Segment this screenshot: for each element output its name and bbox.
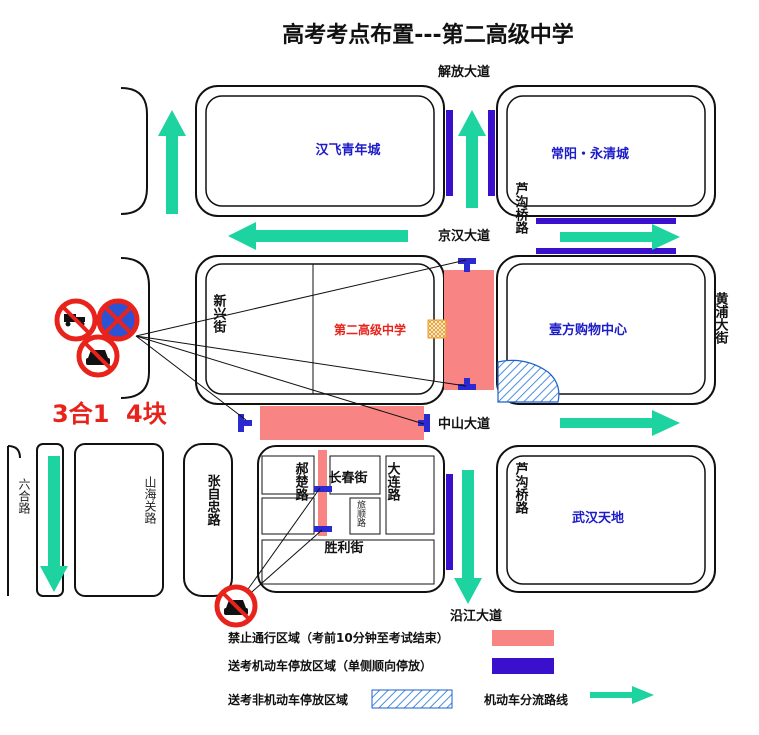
label-school: 第二高级中学 xyxy=(334,322,406,337)
nonmotor-parking-zone xyxy=(497,359,560,403)
legend-nonmotor-label: 送考非机动车停放区域 xyxy=(227,692,348,707)
road-zhangzizhong: 张自忠路 xyxy=(205,474,221,526)
block-zhangzizhong xyxy=(183,443,233,597)
road-huangpu: 黄浦大街 xyxy=(713,291,730,345)
diversion-arrow-icon xyxy=(40,456,68,592)
map-title: 高考考点布置---第二高级中学 xyxy=(282,22,573,48)
road-chuncheng: 郝楚路 xyxy=(293,461,309,501)
road-shanhaiguan: 山海关路 xyxy=(143,476,157,525)
road-jinghan: 京汉大道 xyxy=(438,228,490,244)
label-han-fei: 汉飞青年城 xyxy=(315,142,380,158)
diversion-arrow-icon xyxy=(158,110,186,214)
no-car-icon xyxy=(214,584,258,628)
no-car-icon xyxy=(76,334,120,378)
forbidden-zone-south xyxy=(260,406,424,440)
road-lugouqiao-bottom: 芦沟桥路 xyxy=(513,461,529,514)
road-lushun: 旅顺路 xyxy=(355,499,366,528)
block-school xyxy=(195,255,445,405)
diversion-arrow-icon xyxy=(458,110,486,208)
forbidden-zones xyxy=(260,270,494,536)
label-changyang: 常阳・永清城 xyxy=(551,146,629,162)
label-yifang: 壹方购物中心 xyxy=(549,322,627,338)
diversion-arrow-icon xyxy=(454,470,482,604)
block-changyang xyxy=(496,85,716,217)
legend-forbidden-swatch xyxy=(492,630,554,646)
diversion-arrow-icon xyxy=(228,222,408,250)
no-truck-icon xyxy=(54,298,98,342)
motor-parking-bars xyxy=(446,110,676,570)
road-lugouqiao-top: 芦沟桥路 xyxy=(513,181,529,234)
annotation-four-blocks: 4块 xyxy=(126,400,167,428)
legend-diversion-label: 机动车分流路线 xyxy=(484,692,568,707)
school-gate-icon xyxy=(427,319,447,339)
road-changchun: 长春街 xyxy=(328,470,367,486)
legend: 禁止通行区域（考前10分钟至考试结束） 送考机动车停放区域（单侧顺向停放） 送考… xyxy=(227,630,654,709)
diversion-arrow-icon xyxy=(560,410,680,436)
label-wuhan-tiandi: 武汉天地 xyxy=(572,510,624,526)
annotation-three-in-one: 3合1 xyxy=(52,400,109,428)
forbidden-zone-lane xyxy=(318,450,327,536)
block-top-left-edge xyxy=(120,87,148,215)
legend-motor-parking-label: 送考机动车停放区域（单侧顺向停放） xyxy=(227,658,432,673)
barrier-markers xyxy=(238,258,476,532)
block-yifang xyxy=(496,255,716,405)
legend-motor-parking-swatch xyxy=(492,658,554,674)
diversion-arrows xyxy=(40,110,680,604)
road-jiefang: 解放大道 xyxy=(437,64,490,80)
road-dalian: 大连路 xyxy=(385,461,401,501)
block-shanhaiguan xyxy=(74,443,164,597)
block-wuhan-tiandi xyxy=(496,445,716,593)
no-parking-icon xyxy=(96,298,140,342)
block-small-grid xyxy=(257,445,445,593)
diversion-arrow-icon xyxy=(560,224,680,250)
diversion-arrow-icon xyxy=(590,686,654,704)
road-yanjiang: 沿江大道 xyxy=(450,608,502,624)
forbidden-zone-east xyxy=(444,270,494,390)
legend-forbidden-label: 禁止通行区域（考前10分钟至考试结束） xyxy=(228,630,449,645)
legend-nonmotor-swatch xyxy=(371,689,453,709)
road-zhongshan: 中山大道 xyxy=(438,416,490,432)
road-liuhe: 六合路 xyxy=(17,478,31,515)
road-xinxing: 新兴街 xyxy=(211,293,228,334)
block-han-fei xyxy=(195,85,445,217)
road-shengli: 胜利街 xyxy=(324,540,363,556)
